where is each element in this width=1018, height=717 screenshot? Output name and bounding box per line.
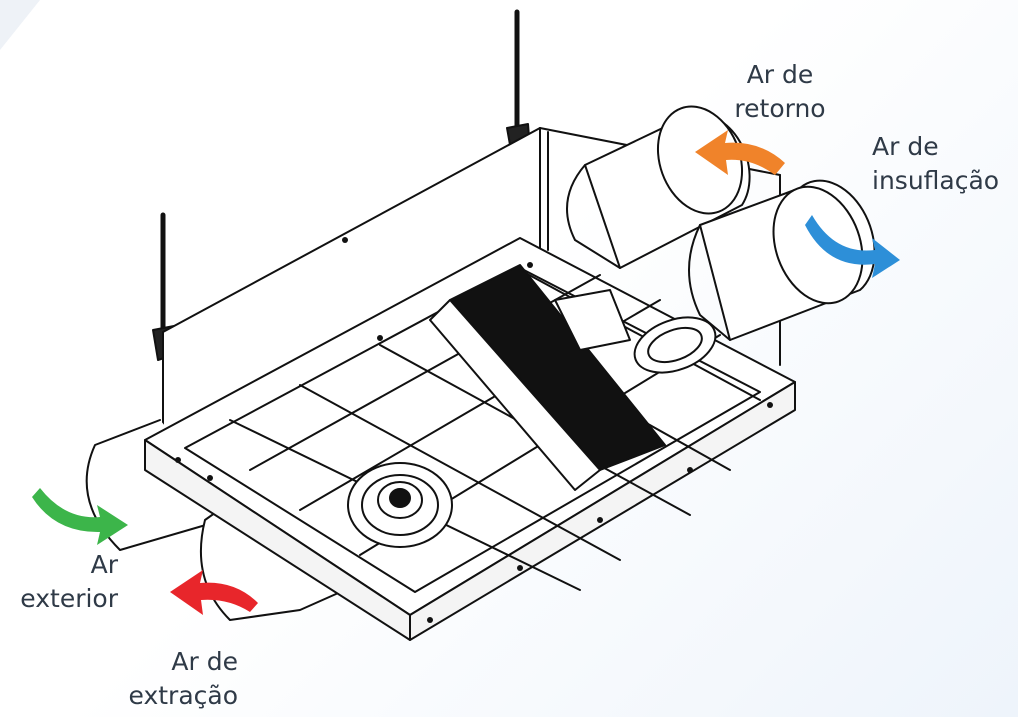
label-outdoor-air: Ar exterior: [0, 548, 118, 616]
label-return-air-line1: Ar de: [746, 60, 814, 89]
label-supply-air-line1: Ar de: [872, 132, 939, 161]
frame-bolts: [175, 237, 773, 623]
label-exhaust-air-line1: Ar de: [171, 647, 238, 676]
label-return-air: Ar de retorno: [725, 58, 835, 126]
supply-air-arrow: [805, 215, 900, 278]
exhaust-fan: [347, 462, 453, 548]
label-supply-air-line2: insuflação: [872, 166, 1000, 195]
label-return-air-line2: retorno: [734, 94, 826, 123]
label-exhaust-air-line2: extração: [128, 681, 239, 710]
outdoor-air-arrow: [32, 488, 128, 545]
exhaust-air-arrow: [170, 570, 258, 615]
heat-exchanger-core: [429, 264, 666, 491]
outdoor-air-duct: [85, 419, 241, 551]
supply-air-duct: [688, 179, 876, 341]
label-supply-air: Ar de insuflação: [872, 130, 999, 198]
unit-frame: [144, 237, 796, 641]
label-outdoor-air-line2: exterior: [20, 584, 118, 613]
label-exhaust-air: Ar de extração: [120, 645, 239, 713]
supply-fan: [633, 316, 717, 374]
return-air-arrow: [695, 130, 785, 175]
label-outdoor-air-line1: Ar: [90, 550, 118, 579]
corner-shade: [0, 0, 40, 50]
